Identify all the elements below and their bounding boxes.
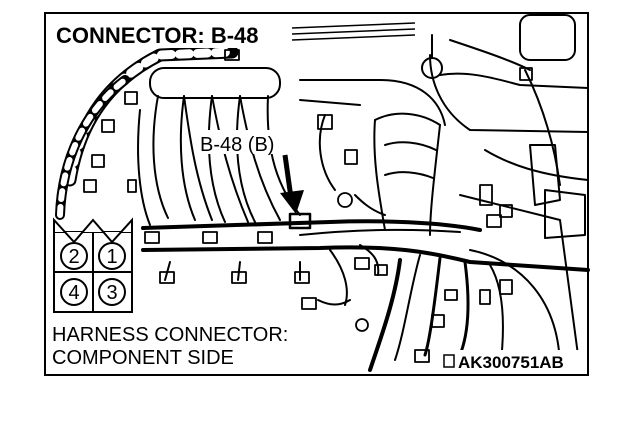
connector-title: CONNECTOR: B-48 [56,23,259,48]
figure-code-background [440,350,585,372]
caption-background [50,318,342,370]
figure-code-marker [443,354,455,368]
title-rule-3 [291,34,416,41]
callout-arrowhead [280,190,304,214]
pin-number: 3 [106,282,117,304]
pin-number: 1 [106,246,117,268]
pin-number: 2 [68,246,79,268]
pin-cell [98,242,126,270]
caption-line-2: COMPONENT SIDE [52,347,234,369]
main-harness [141,114,590,372]
pin-cell [60,278,88,306]
pin-number: 4 [68,282,79,304]
figure-code: AK300751AB [458,353,564,372]
connector-b48 [288,212,312,230]
caption-line-1: HARNESS CONNECTOR: [52,324,288,346]
callout-label-background [196,130,296,154]
intake-hose [299,79,446,236]
engine-components-right [421,14,589,371]
pin-cell [98,278,126,306]
connector-pinout: 2 1 4 3 [53,217,133,313]
title-rule-2 [291,28,416,35]
harness-connectors [83,49,533,363]
callout-label: B-48 (B) [200,134,274,156]
pin-cell [60,242,88,270]
engine-illustration [55,14,590,372]
title-background [52,20,292,48]
title-rule-1 [291,22,416,29]
